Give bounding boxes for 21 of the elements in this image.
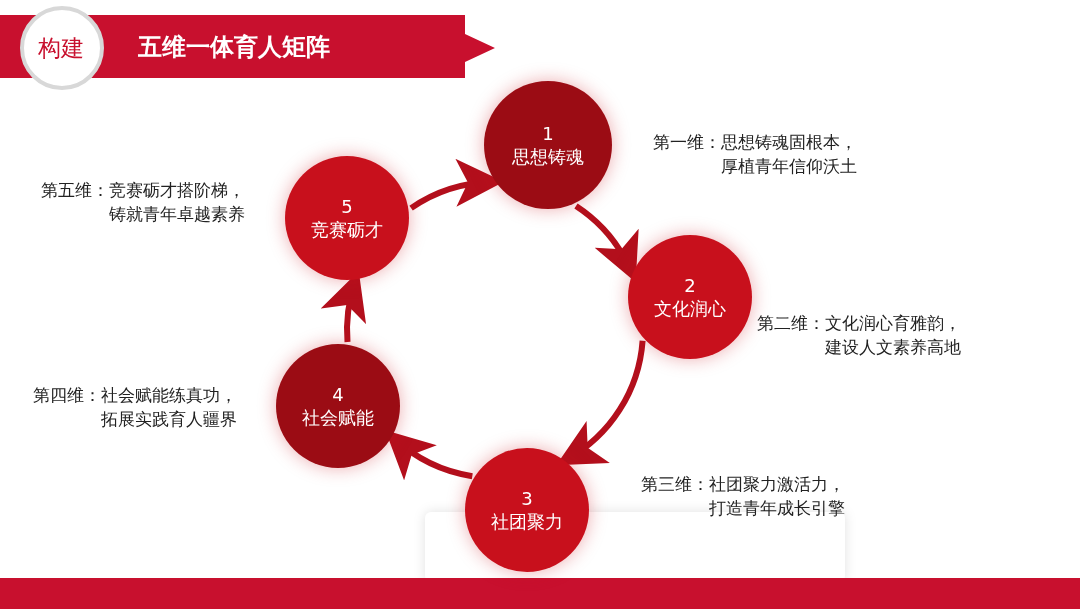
badge-label: 构建 — [38, 34, 84, 62]
step-number: 2 — [684, 273, 696, 297]
step-number: 5 — [341, 194, 353, 218]
step-title: 思想铸魂 — [512, 145, 584, 169]
step-circle — [628, 235, 752, 359]
description-text: 第五维：竞赛砺才搭阶梯，铸就青年卓越素养 — [40, 179, 246, 226]
step-circle — [285, 156, 409, 280]
description-text: 第二维：文化润心育雅韵，建设人文素养高地 — [756, 312, 962, 359]
step-number: 4 — [332, 382, 344, 406]
step-title: 社会赋能 — [302, 406, 374, 430]
step-number: 1 — [542, 121, 554, 145]
step-title: 社团聚力 — [491, 510, 563, 534]
title: 五维一体育人矩阵 — [138, 32, 330, 62]
step-circle — [484, 81, 612, 209]
description-text: 第一维：思想铸魂固根本，厚植青年信仰沃土 — [652, 131, 858, 178]
step-circle — [276, 344, 400, 468]
description-text: 第四维：社会赋能练真功，拓展实践育人疆界 — [32, 384, 238, 431]
step-title: 文化润心 — [654, 297, 726, 321]
step-number: 3 — [521, 486, 533, 510]
description-text: 第三维：社团聚力激活力，打造青年成长引擎 — [640, 473, 846, 520]
step-title: 竞赛砺才 — [311, 218, 383, 242]
